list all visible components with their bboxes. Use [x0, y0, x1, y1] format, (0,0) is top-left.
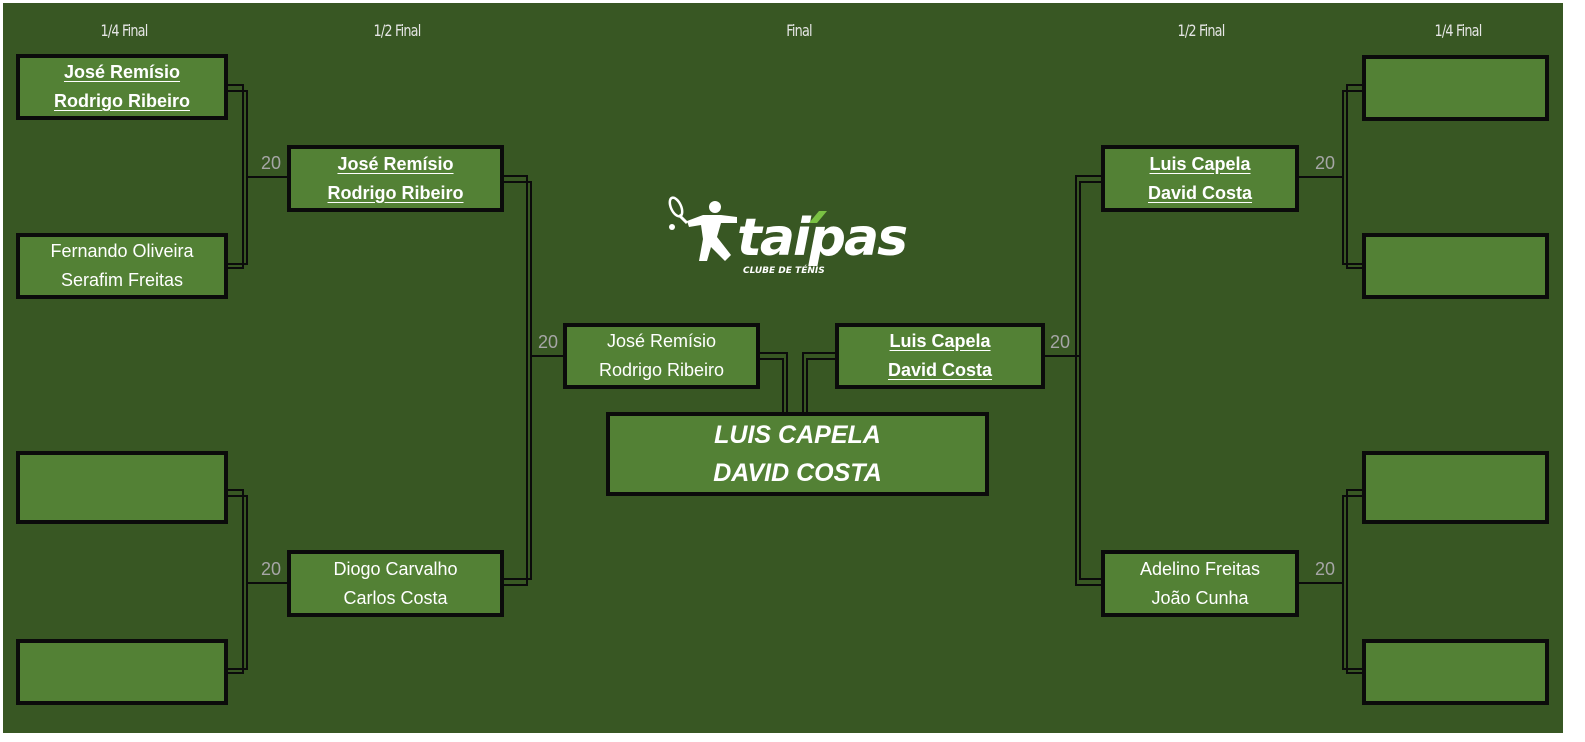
player-name: Diogo Carvalho	[333, 558, 458, 579]
connector-left-sf	[501, 175, 532, 586]
match-right-qf-3[interactable]	[1362, 451, 1549, 524]
player-name: José Remísio	[63, 62, 181, 82]
champion-box[interactable]: LUIS CAPELA DAVID COSTA	[606, 412, 989, 496]
match-left-sf-1[interactable]: José Remísio Rodrigo Ribeiro	[287, 145, 504, 212]
player-name: Adelino Freitas	[1139, 558, 1261, 579]
player-name: José Remísio	[337, 153, 454, 174]
connector-right-sf	[1075, 175, 1104, 586]
connector-final-left	[757, 352, 788, 414]
club-logo: taipas CLUBE DE TÉNIS	[668, 196, 907, 276]
logo-accent	[809, 211, 827, 223]
score-left-final: 20	[538, 332, 559, 352]
tennis-player-icon	[668, 196, 737, 261]
champion-name: LUIS CAPELA	[714, 421, 881, 449]
logo-tagline: CLUBE DE TÉNIS	[743, 264, 825, 276]
score-right-final: 20	[1050, 332, 1071, 352]
player-name: Luis Capela	[1149, 153, 1251, 174]
player-name: David Costa	[887, 360, 993, 380]
match-left-finalist[interactable]: José Remísio Rodrigo Ribeiro	[563, 323, 760, 389]
connector-left-qf-top	[225, 84, 248, 269]
logo-brand-text: taipas	[737, 208, 907, 268]
match-right-qf-2[interactable]	[1362, 233, 1549, 299]
match-right-sf-1[interactable]: Luis Capela David Costa	[1101, 145, 1299, 212]
player-name: Serafim Freitas	[60, 270, 184, 290]
connector-left-qf-bottom	[225, 489, 248, 674]
player-name: Carlos Costa	[343, 587, 448, 608]
bracket-connectors	[225, 84, 1365, 674]
player-name: Fernando Oliveira	[50, 241, 194, 261]
match-left-qf-3[interactable]	[16, 451, 228, 524]
player-name: David Costa	[1147, 182, 1253, 203]
match-right-sf-2[interactable]: Adelino Freitas João Cunha	[1101, 550, 1299, 617]
header-right-semifinal: 1/2 Final	[1177, 21, 1226, 40]
player-name: José Remísio	[606, 331, 717, 351]
player-name: Luis Capela	[889, 331, 991, 351]
score-left-sf-1: 20	[261, 153, 282, 173]
match-right-qf-1[interactable]	[1362, 55, 1549, 121]
header-right-quarterfinal: 1/4 Final	[1434, 21, 1483, 40]
bracket-board: 1/4 Final 1/2 Final Final 1/2 Final 1/4 …	[3, 3, 1563, 733]
player-name: João Cunha	[1151, 587, 1249, 608]
match-left-qf-2[interactable]: Fernando Oliveira Serafim Freitas	[16, 233, 228, 299]
connector-final-right	[802, 352, 837, 414]
player-name: Rodrigo Ribeiro	[54, 91, 190, 111]
header-final: Final	[786, 21, 812, 40]
score-left-sf-2: 20	[261, 559, 282, 579]
match-left-qf-4[interactable]	[16, 639, 228, 705]
champion-name: DAVID COSTA	[713, 459, 882, 487]
header-left-semifinal: 1/2 Final	[373, 21, 422, 40]
match-right-finalist[interactable]: Luis Capela David Costa	[835, 323, 1045, 389]
player-name: Rodrigo Ribeiro	[327, 182, 464, 203]
score-right-sf-1: 20	[1315, 153, 1336, 173]
score-right-sf-2: 20	[1315, 559, 1336, 579]
player-name: Rodrigo Ribeiro	[598, 360, 725, 380]
match-left-qf-1[interactable]: José Remísio Rodrigo Ribeiro	[16, 54, 228, 120]
header-left-quarterfinal: 1/4 Final	[100, 21, 149, 40]
match-right-qf-4[interactable]	[1362, 639, 1549, 705]
match-left-sf-2[interactable]: Diogo Carvalho Carlos Costa	[287, 550, 504, 617]
